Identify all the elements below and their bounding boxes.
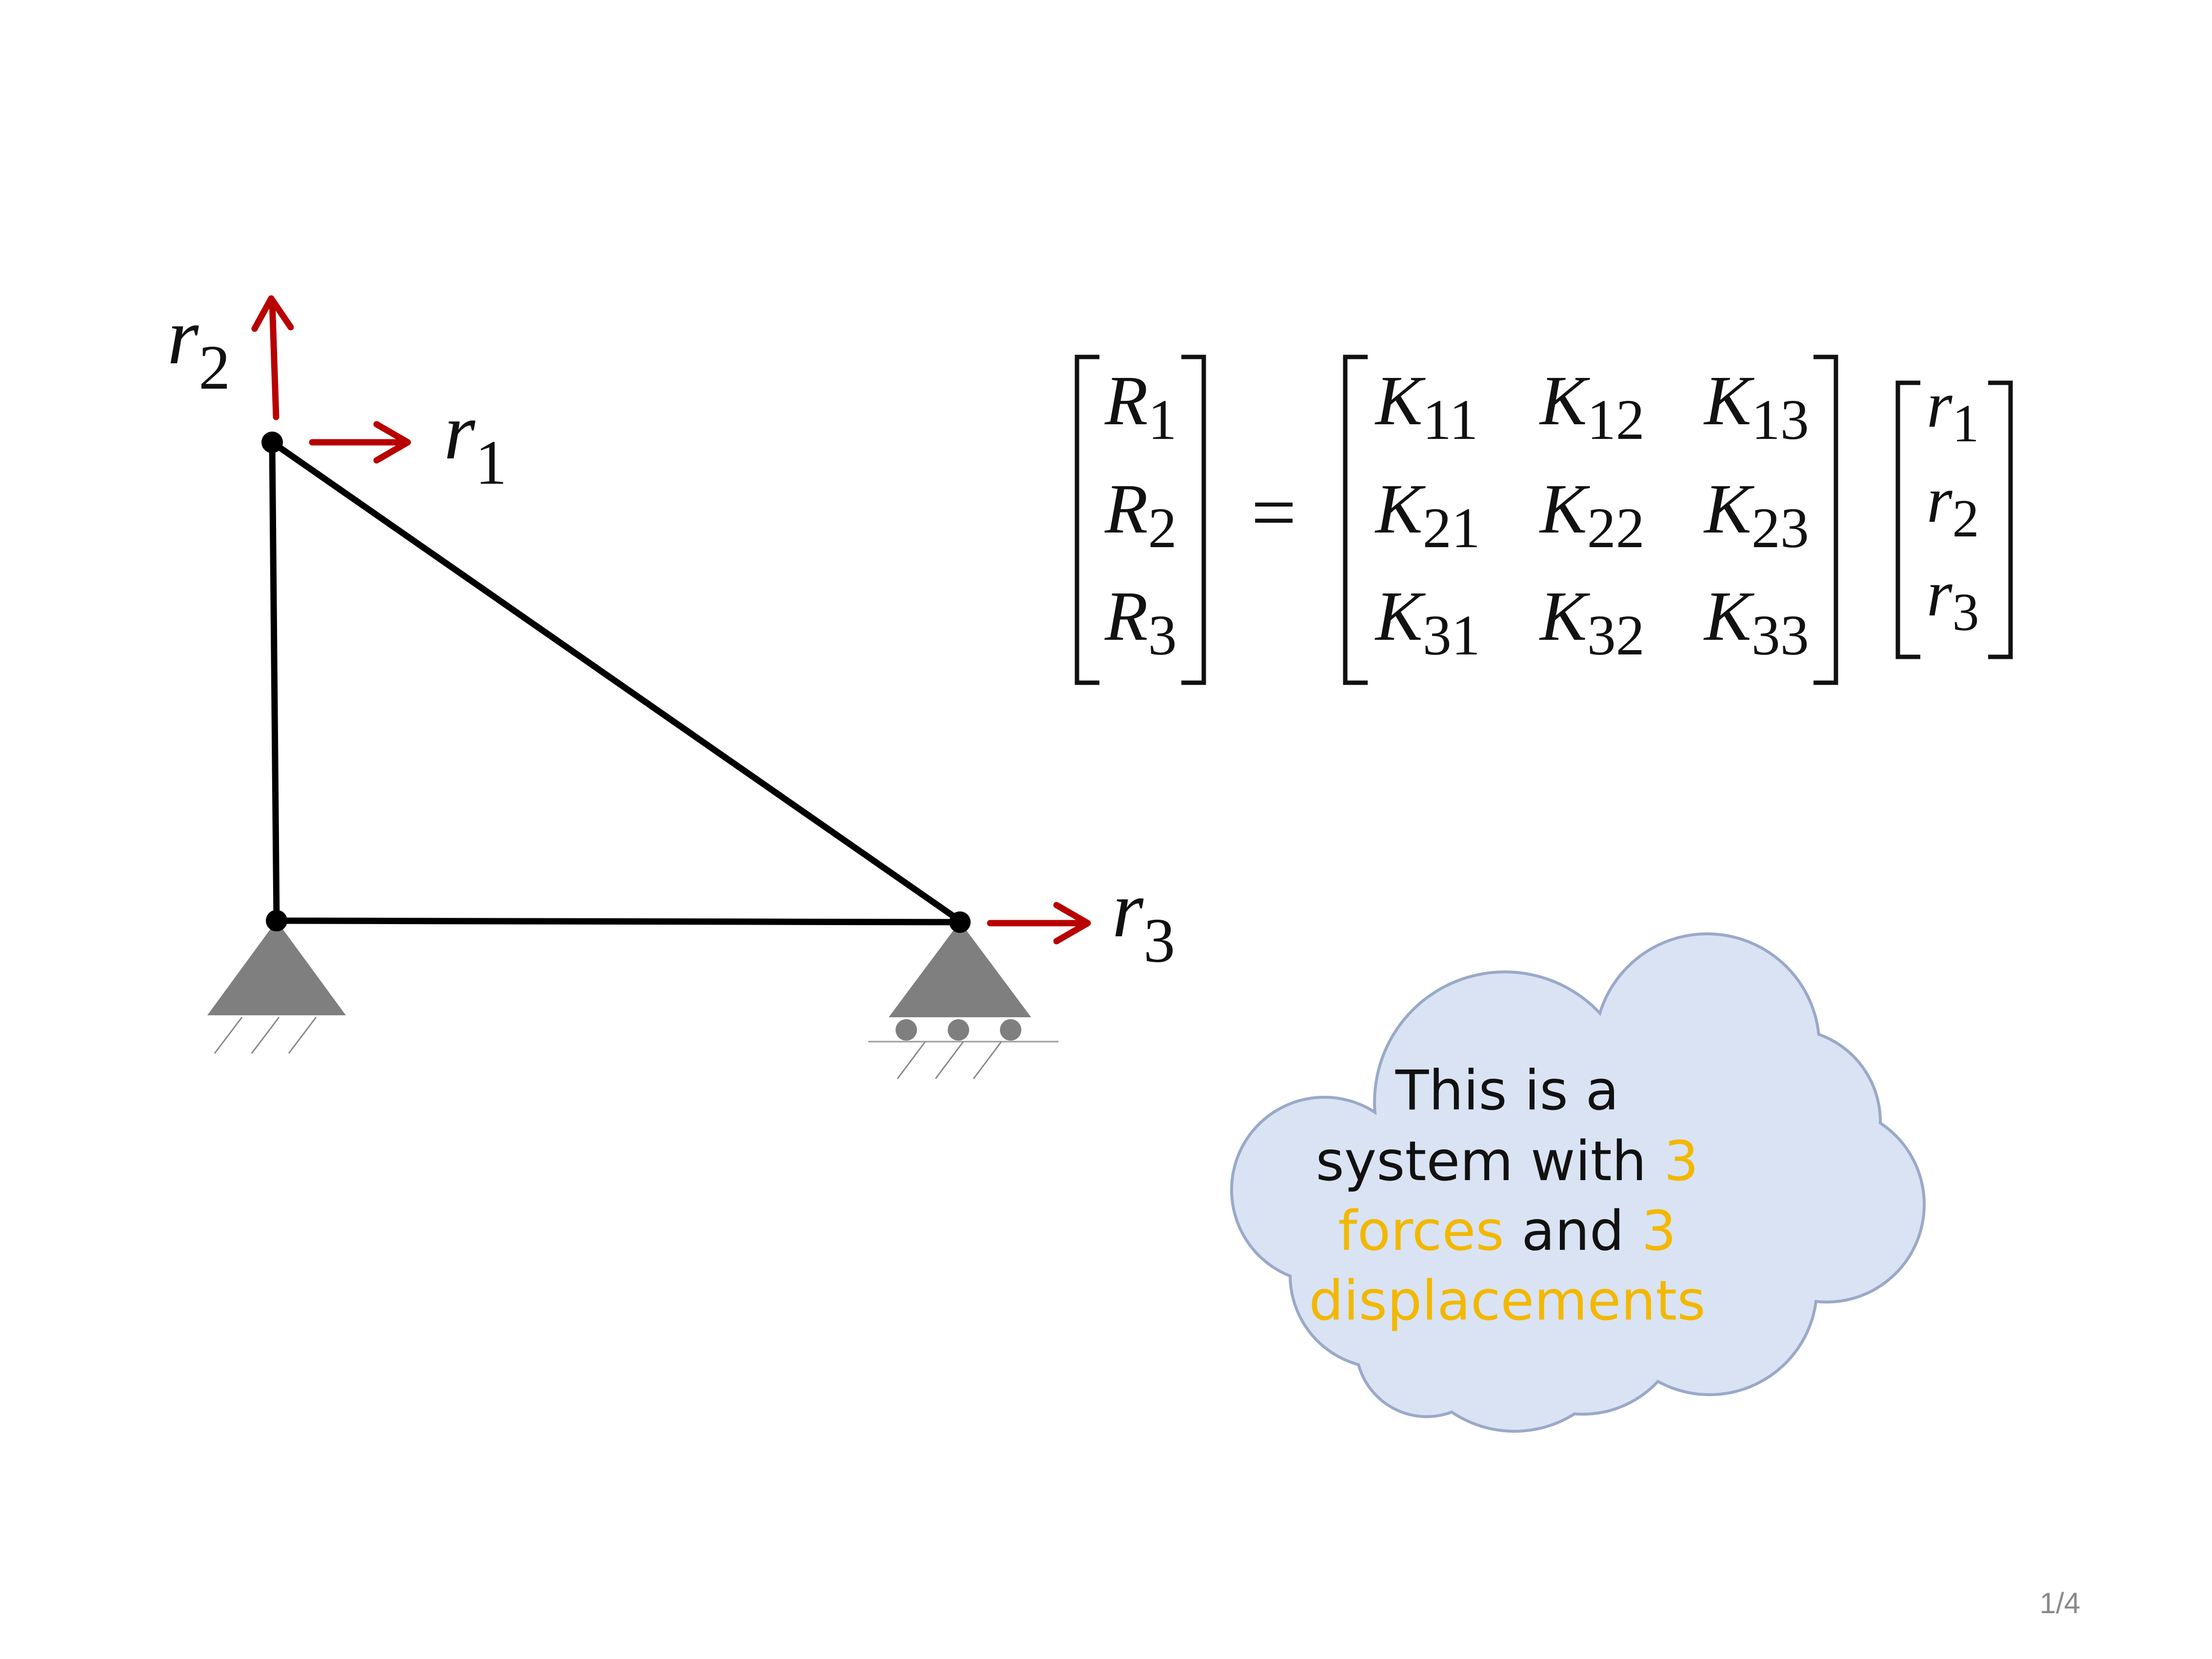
joint-bottom-right: [949, 911, 971, 933]
cloud-text-line-2: system with 3: [1316, 1130, 1699, 1193]
hatch-line: [251, 1017, 280, 1054]
matrix-K-entry-32: K32: [1539, 577, 1645, 667]
roller-support: [868, 922, 1058, 1079]
stiffness-equation: =: [1075, 355, 2013, 685]
matrix-K-entry-12: K12: [1539, 362, 1645, 452]
matrix-K-entry-33: K33: [1703, 577, 1809, 667]
pin-support: [207, 921, 346, 1054]
arrow-r2: [251, 295, 294, 420]
matrix-K-entry-23: K23: [1703, 470, 1809, 560]
cloud-text-line-4: displacements: [1309, 1269, 1705, 1333]
matrix-K-entry-31: K31: [1375, 577, 1480, 667]
vector-r-entry-2: r2: [1927, 464, 1979, 548]
label-r1: r1: [444, 387, 507, 498]
displacement-vector-r: r1 r2 r3: [1927, 369, 1979, 642]
bracket-left: [1343, 355, 1368, 685]
joint-top: [261, 432, 283, 453]
vertical-member: [269, 442, 280, 921]
matrix-K-entry-11: K11: [1375, 362, 1478, 452]
roller-support-triangle: [889, 922, 1031, 1017]
horizontal-member: [276, 917, 960, 926]
matrix-K-entry-21: K21: [1375, 470, 1480, 560]
hatch-line: [973, 1041, 1002, 1079]
vector-R-entry-3: R3: [1104, 577, 1177, 667]
hatch-line: [935, 1041, 964, 1079]
vector-R-entry-2: R2: [1104, 470, 1177, 560]
roller-wheel: [1000, 1019, 1021, 1041]
bracket-right: [1813, 355, 1838, 685]
roller-wheel: [948, 1019, 969, 1041]
diagonal-member: [270, 439, 962, 924]
matrix-K-entry-13: K13: [1703, 362, 1809, 452]
arrow-r3: [987, 902, 1091, 945]
hatch-line: [288, 1017, 317, 1054]
vector-r-entry-1: r1: [1927, 369, 1979, 453]
cloud-text-line-1: This is a: [1395, 1059, 1619, 1123]
label-r2: r2: [167, 292, 230, 403]
pin-support-triangle: [207, 921, 346, 1015]
matrix-K-entry-22: K22: [1539, 470, 1645, 560]
hatch-line: [897, 1041, 926, 1079]
bracket-left: [1895, 380, 1920, 659]
bracket-left: [1075, 355, 1099, 685]
bracket-right: [1988, 380, 2013, 659]
hatch-line: [214, 1017, 243, 1054]
bracket-right: [1181, 355, 1206, 685]
label-r3: r3: [1112, 865, 1175, 976]
joint-bottom-left: [266, 910, 287, 931]
roller-wheel: [896, 1019, 917, 1041]
cloud-text-line-3: forces and 3: [1338, 1200, 1676, 1263]
cloud-callout: This is a system with 3 forces and 3 dis…: [1230, 932, 1926, 1433]
vector-R-entry-1: R1: [1104, 362, 1177, 452]
vector-r-entry-3: r3: [1927, 557, 1979, 642]
equals-sign: =: [1251, 468, 1296, 557]
arrow-r1: [309, 421, 411, 464]
truss-structure: [269, 439, 962, 926]
page-number: 1/4: [2040, 1587, 2080, 1620]
